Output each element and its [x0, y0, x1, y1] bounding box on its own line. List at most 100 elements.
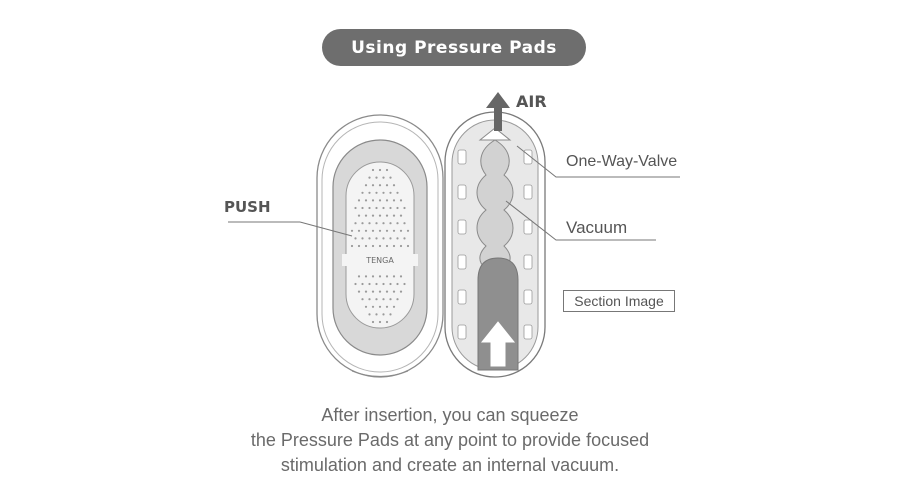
caption-line: stimulation and create an internal vacuu…	[280, 455, 620, 475]
texture-dot	[368, 282, 371, 286]
texture-dot	[371, 184, 375, 187]
texture-dot	[361, 222, 364, 225]
caption-line: After insertion, you can squeeze	[321, 405, 579, 425]
texture-dot	[368, 313, 371, 316]
texture-dot	[364, 290, 368, 293]
texture-dot	[375, 222, 378, 225]
texture-dot	[371, 320, 375, 324]
texture-dot	[382, 176, 385, 179]
texture-dot	[403, 237, 406, 240]
texture-dot	[382, 191, 385, 194]
texture-dot	[399, 199, 403, 202]
texture-dot	[375, 206, 378, 210]
texture-dot	[392, 229, 396, 232]
texture-dot	[350, 244, 354, 248]
texture-dot	[392, 184, 396, 187]
texture-dot	[378, 320, 382, 324]
texture-dot	[371, 275, 375, 278]
texture-dot	[354, 237, 357, 240]
texture-dot	[378, 244, 382, 248]
texture-dot	[385, 184, 389, 187]
texture-dot	[389, 313, 392, 316]
texture-dot	[354, 222, 357, 225]
texture-dot	[392, 305, 396, 308]
texture-dot	[396, 237, 399, 240]
texture-dot	[396, 222, 399, 225]
texture-dot	[389, 191, 392, 194]
texture-dot	[354, 282, 357, 286]
device-front-view: TENGA	[316, 114, 444, 378]
texture-dot	[392, 290, 396, 293]
texture-dot	[368, 206, 371, 210]
texture-dot	[371, 244, 375, 248]
texture-dot	[375, 313, 378, 316]
texture-dot	[378, 229, 382, 232]
device-section-view	[444, 92, 546, 378]
texture-dot	[399, 290, 403, 293]
texture-dot	[406, 229, 410, 232]
texture-dot	[382, 206, 385, 210]
caption: After insertion, you can squeeze the Pre…	[150, 403, 750, 478]
texture-dot	[382, 313, 385, 316]
texture-dot	[361, 298, 364, 301]
texture-dot	[389, 237, 392, 240]
texture-dot	[389, 298, 392, 301]
insert-arrow-icon	[480, 321, 516, 367]
texture-dot	[399, 229, 403, 232]
texture-dot	[354, 206, 357, 210]
texture-dot	[396, 282, 399, 286]
texture-dot	[392, 244, 396, 248]
texture-dot	[375, 176, 378, 179]
texture-dot	[403, 222, 406, 225]
page-title: Using Pressure Pads	[322, 29, 586, 66]
texture-dot	[399, 214, 403, 217]
texture-dot	[371, 229, 375, 232]
texture-dot	[364, 229, 368, 232]
air-arrow-icon	[486, 92, 510, 131]
section-image-label: Section Image	[563, 290, 675, 312]
texture-dot	[361, 282, 364, 286]
texture-dot	[375, 298, 378, 301]
texture-dot	[385, 214, 389, 217]
air-label: AIR	[516, 92, 547, 111]
one-way-valve-label: One-Way-Valve	[566, 153, 678, 170]
texture-dot	[403, 282, 406, 286]
texture-dot	[385, 168, 389, 172]
texture-dot	[389, 222, 392, 225]
texture-dot	[396, 191, 399, 194]
texture-dot	[357, 244, 361, 248]
texture-dot	[378, 214, 382, 217]
texture-dot	[389, 282, 392, 286]
texture-dot	[378, 184, 382, 187]
texture-dot	[382, 282, 385, 286]
texture-dot	[385, 275, 389, 278]
texture-dot	[382, 222, 385, 225]
texture-dot	[385, 305, 389, 308]
texture-dot	[378, 305, 382, 308]
texture-dot	[368, 176, 371, 179]
texture-dot	[403, 206, 406, 210]
texture-dot	[364, 184, 368, 187]
texture-dot	[361, 191, 364, 194]
texture-dot	[392, 214, 396, 217]
texture-dot	[385, 244, 389, 248]
texture-dot	[371, 214, 375, 217]
texture-dot	[364, 244, 368, 248]
texture-dot	[357, 199, 361, 202]
texture-dot	[392, 275, 396, 278]
texture-dot	[385, 290, 389, 293]
texture-dot	[382, 298, 385, 301]
texture-dot	[357, 290, 361, 293]
texture-dot	[378, 275, 382, 278]
texture-dot	[371, 305, 375, 308]
texture-dot	[396, 298, 399, 301]
texture-dot	[378, 290, 382, 293]
one-way-valve	[478, 127, 512, 141]
texture-dot	[375, 282, 378, 286]
texture-dot	[385, 320, 389, 324]
texture-dot	[385, 199, 389, 202]
texture-dot	[385, 229, 389, 232]
vacuum-label: Vacuum	[566, 218, 628, 237]
texture-dot	[364, 275, 368, 278]
texture-dot	[350, 229, 354, 232]
